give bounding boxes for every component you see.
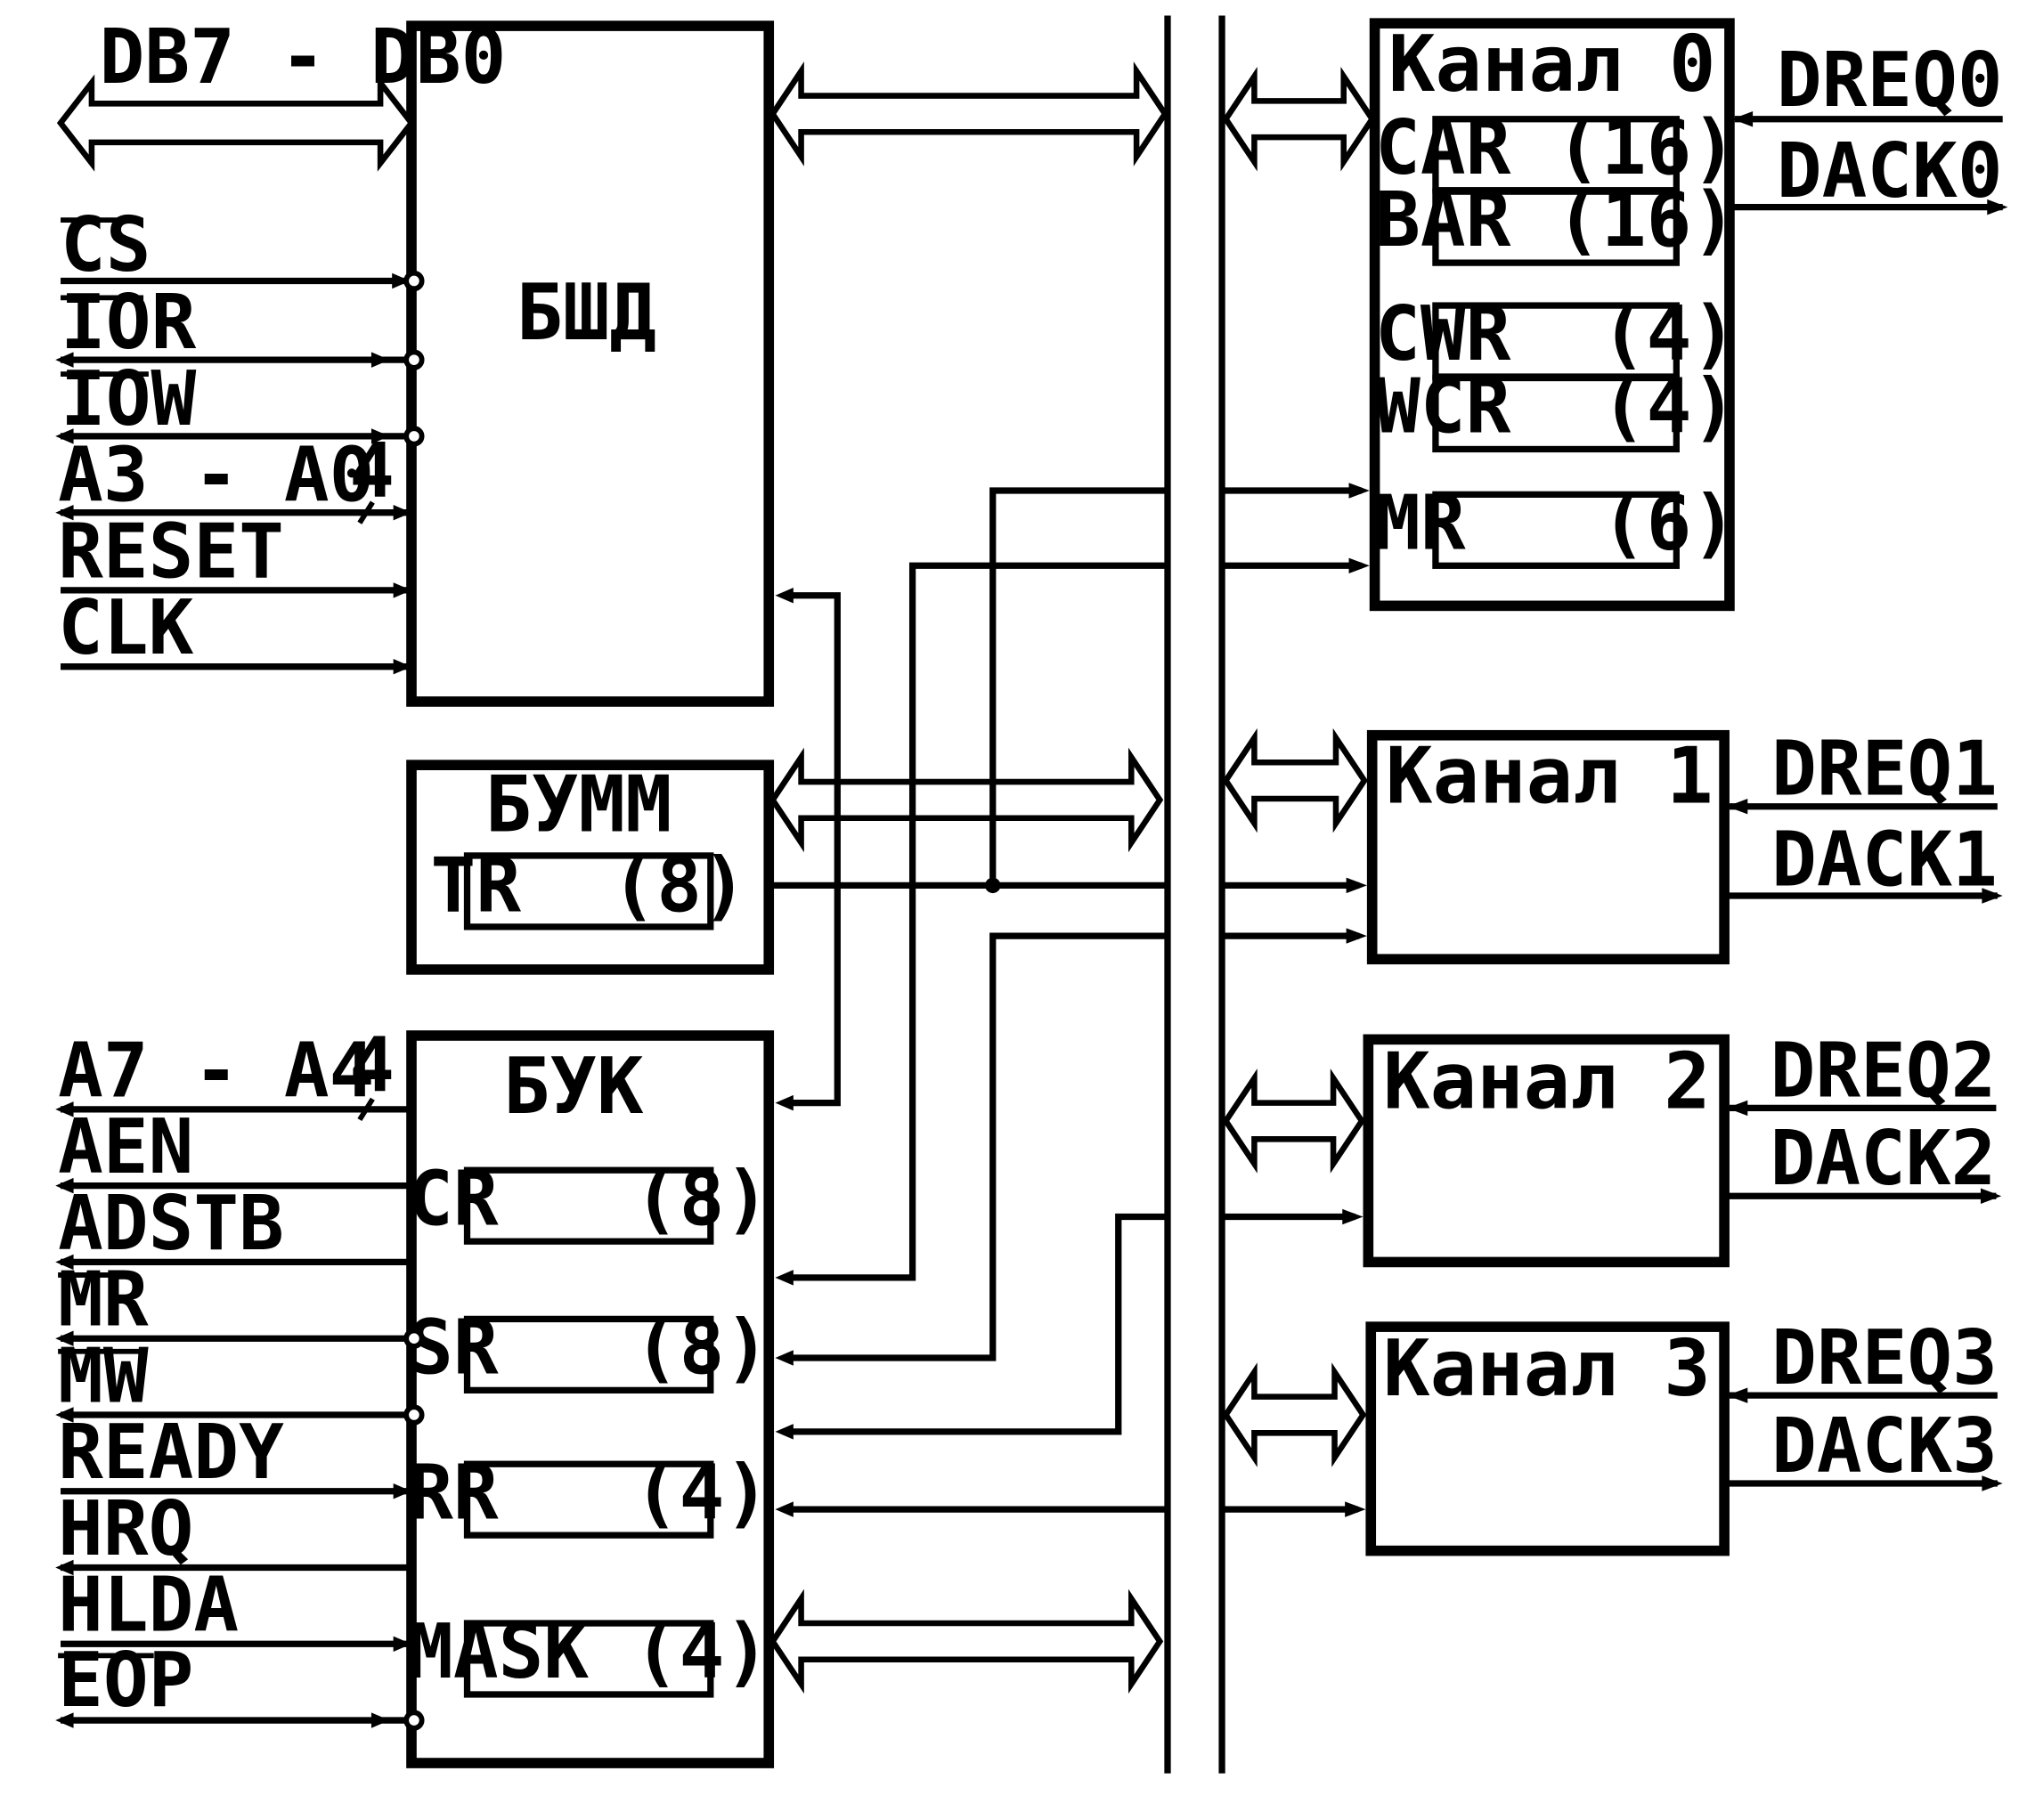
bshd-block: [406, 20, 775, 707]
signal-hlda-label: HLDA: [58, 1562, 239, 1649]
cr-register-label: CR (8): [408, 1155, 769, 1242]
cr-register-box: [463, 1166, 714, 1245]
cwr-register-box: [1432, 302, 1680, 380]
signal-iow-label: IOW: [61, 355, 197, 443]
bus-to-channel-control-lines: [1222, 483, 1370, 1517]
channel-signal-lines: [1724, 111, 2008, 1491]
left-signal-lines: [61, 277, 411, 1724]
signal-mr-label: MR: [58, 1256, 149, 1344]
cwr-register-label: CWR (4): [1375, 290, 1737, 378]
mask-register-box: [463, 1620, 714, 1698]
channel-3-block: [1365, 1321, 1730, 1556]
bar-register-box: [1432, 188, 1680, 266]
signal-adstb-label: ADSTB: [58, 1180, 284, 1267]
inversion-bubbles: [403, 270, 425, 1731]
signal-mw-label: MW: [58, 1332, 149, 1419]
bshd-label: БШД: [516, 267, 656, 358]
channel-0-title: Канал 0: [1388, 19, 1716, 110]
internal-control-lines: [769, 487, 1168, 1513]
channel-0-dreq-label: DREQ0: [1777, 37, 2003, 124]
signal-aen-label: AEN: [58, 1103, 193, 1190]
buk-to-bus-arrow: [769, 1588, 1164, 1694]
active-low-overbars: [58, 217, 154, 1659]
wcr-register-box: [1432, 374, 1680, 453]
channel-2-title: Канал 2: [1383, 1036, 1711, 1126]
signal-ready-label: READY: [58, 1409, 284, 1496]
bus-to-channel-3-arrow: [1222, 1362, 1367, 1467]
car-register-label: CAR (16): [1375, 104, 1737, 191]
bumm-to-bus-arrow: [769, 747, 1164, 853]
rr-register-label: RR (4): [408, 1449, 769, 1536]
channel-2-dreq-label: DREQ2: [1771, 1027, 1997, 1114]
signal-clk-label: CLK: [58, 584, 194, 671]
signal-a3-a0-label: A3 - A0: [58, 432, 374, 519]
sr-register-label: SR (8): [408, 1304, 769, 1391]
channel-1-title: Канал 1: [1386, 730, 1714, 821]
signal-eop-label: EOP: [58, 1637, 193, 1724]
signal-cs-label: CS: [61, 201, 151, 288]
bumm-label: БУММ: [485, 759, 672, 849]
channel-2-dack-label: DACK2: [1771, 1115, 1997, 1202]
wcr-register-label: WCR (4): [1375, 363, 1737, 451]
sr-register-box: [463, 1315, 714, 1393]
mr-register-box: [1432, 491, 1680, 569]
channel-3-dreq-label: DREQ3: [1771, 1314, 1998, 1402]
bus-to-channel-2-arrow: [1222, 1068, 1365, 1174]
internal-arrowheads: [775, 588, 794, 1517]
channel-1-dreq-label: DREQ1: [1771, 726, 1998, 813]
channel-2-block: [1363, 1034, 1730, 1268]
signal-ior-label: IOR: [61, 279, 197, 366]
signal-a7-a4-width: 4: [349, 1022, 395, 1109]
channel-0-dack-label: DACK0: [1777, 127, 2003, 215]
left-signal-arrowheads: [55, 272, 411, 1728]
bar-register-label: BAR (16): [1375, 176, 1737, 264]
bshd-to-bus-arrow: [769, 61, 1169, 167]
mask-register-label: MASK (4): [408, 1608, 769, 1695]
buk-label: БУК: [503, 1041, 644, 1132]
signal-hrq-label: HRQ: [58, 1485, 193, 1572]
channel-3-dack-label: DACK3: [1771, 1402, 1998, 1490]
signal-data-bus-label: DB7 - DB0: [100, 13, 507, 101]
rr-register-box: [463, 1460, 714, 1539]
channel-1-block: [1366, 729, 1730, 965]
tr-register-label: TR (8): [431, 841, 747, 929]
channel-3-title: Канал 3: [1383, 1323, 1711, 1414]
mr-register-label: MR (6): [1375, 479, 1737, 566]
signal-a7-a4-label: A7 - A4: [58, 1027, 374, 1114]
tr-register-box: [463, 852, 714, 930]
signal-reset-label: RESET: [58, 508, 284, 595]
bus-to-channel-1-arrow: [1222, 727, 1368, 833]
channel-1-dack-label: DACK1: [1771, 816, 1998, 903]
data-bus-arrow-left: [56, 74, 416, 172]
bus-to-channel-0-arrow: [1222, 66, 1376, 172]
